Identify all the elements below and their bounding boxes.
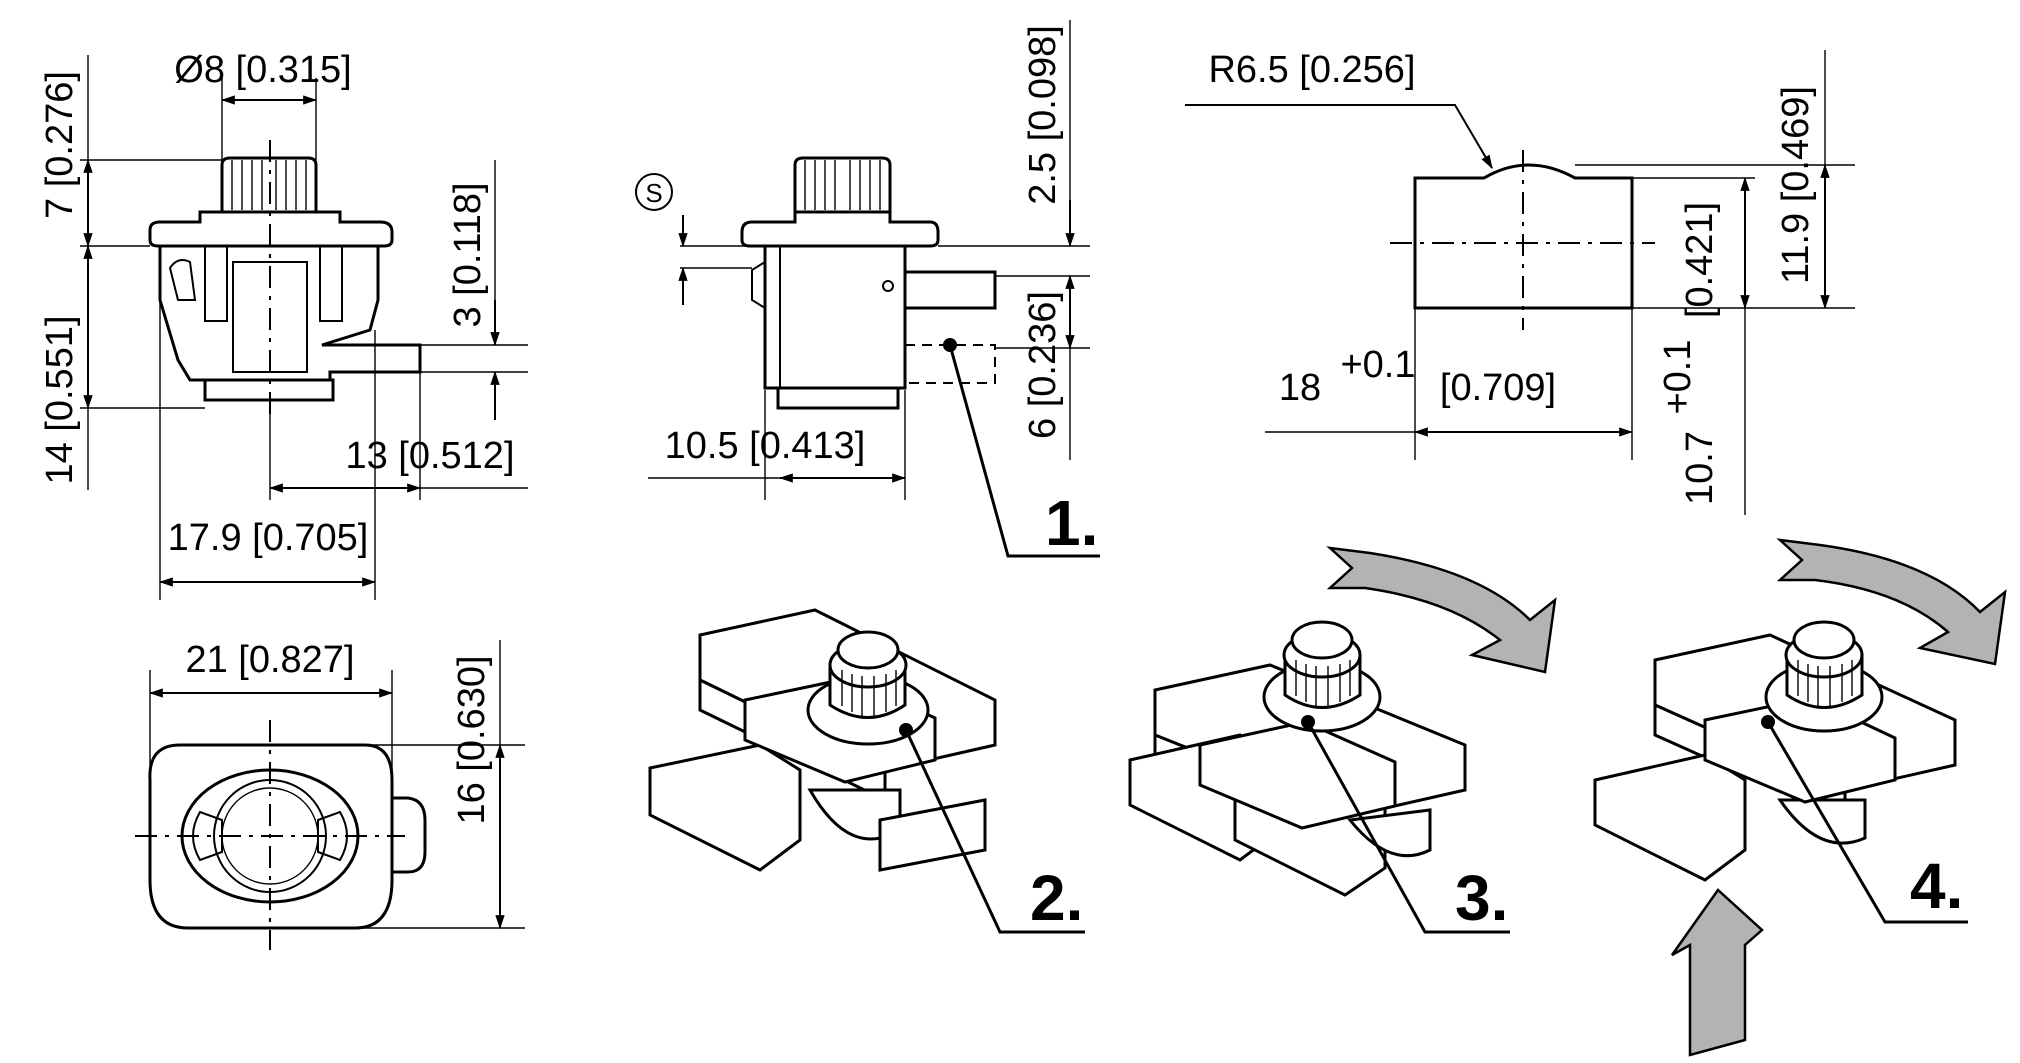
dim-height-16: 16 [0.630]	[451, 655, 493, 824]
bottom-view	[135, 640, 525, 950]
dim-cutout-height-tol: +0.1	[1657, 339, 1699, 414]
front-view	[80, 55, 528, 600]
dim-width-13: 13 [0.512]	[345, 435, 514, 477]
cutout-detail	[1185, 50, 1855, 515]
dim-width-21: 21 [0.827]	[185, 639, 354, 681]
latch-3d-step-3	[1128, 546, 1557, 934]
dim-height-11-9: 11.9 [0.469]	[1775, 86, 1817, 284]
step-3-label: 3.	[1455, 862, 1508, 934]
dim-height-6: 6 [0.236]	[1022, 291, 1064, 439]
dim-height-7: 7 [0.276]	[39, 71, 81, 219]
dim-cutout-height-inch: [0.421]	[1679, 202, 1721, 318]
latch-3d-step-2	[648, 608, 1085, 934]
dim-height-14: 14 [0.551]	[39, 315, 81, 484]
step-2-label: 2.	[1030, 862, 1083, 934]
dim-height-3: 3 [0.118]	[447, 182, 489, 327]
dim-width-10-5: 10.5 [0.413]	[665, 425, 866, 467]
symbol-s: S	[645, 178, 662, 208]
dim-radius: R6.5 [0.256]	[1208, 49, 1415, 91]
dim-cutout-width-value: 18	[1279, 367, 1321, 409]
step-1-label: 1.	[1045, 487, 1098, 559]
dim-cutout-width-inch: [0.709]	[1440, 367, 1556, 409]
dim-width-17-9: 17.9 [0.705]	[168, 517, 369, 559]
dim-diameter-top: Ø8 [0.315]	[174, 49, 351, 91]
latch-3d-step-4	[1593, 538, 2007, 1057]
dim-height-2-5: 2.5 [0.098]	[1022, 25, 1064, 205]
dim-cutout-height-value: 10.7	[1679, 431, 1721, 505]
side-view	[635, 20, 1100, 558]
dim-cutout-width-tol: +0.1	[1340, 344, 1415, 386]
step-4-label: 4.	[1910, 850, 1963, 922]
